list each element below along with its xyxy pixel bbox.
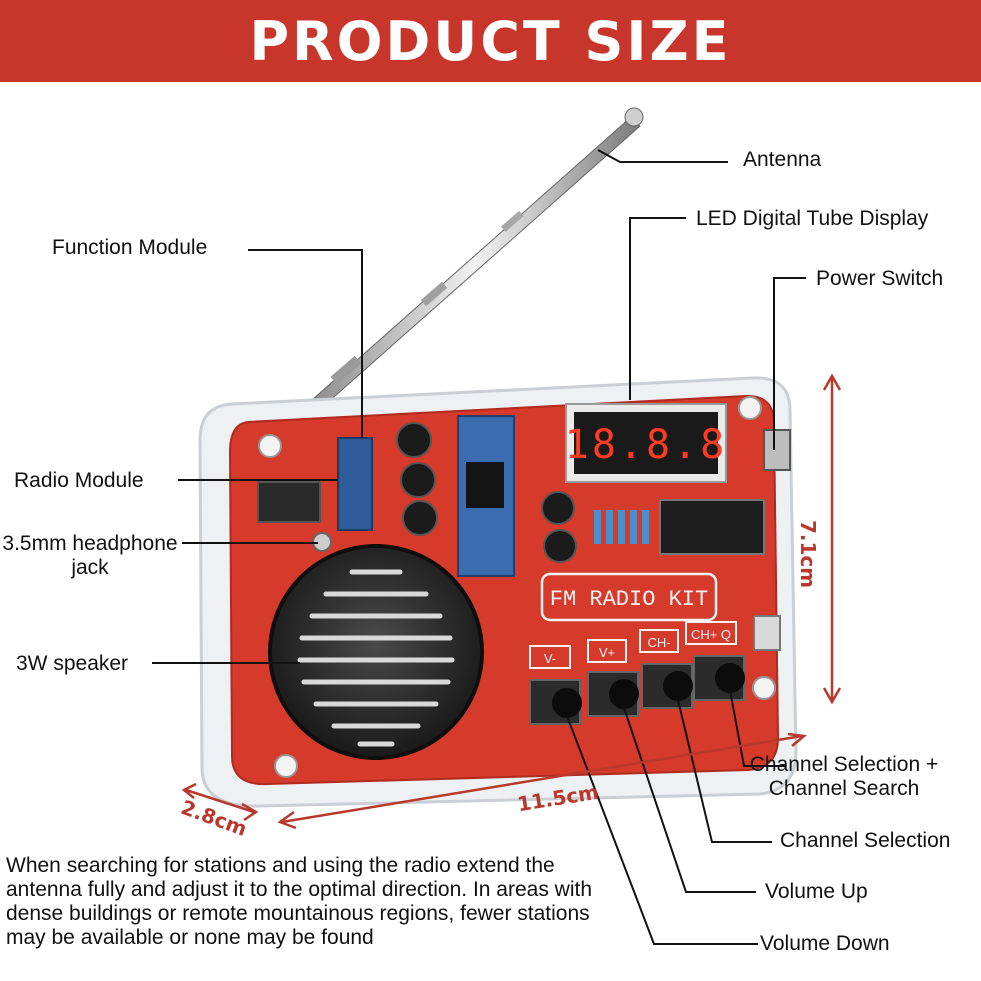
title-banner: PRODUCT SIZE (0, 0, 981, 82)
button-label-chplus: CH+ Q (691, 627, 731, 642)
label-power-switch: Power Switch (816, 267, 944, 290)
label-led-display: LED Digital Tube Display (696, 207, 929, 230)
label-headphone-jack: 3.5mm headphone jack (2, 532, 178, 579)
button-label-chminus: CH- (647, 635, 670, 650)
label-antenna: Antenna (743, 148, 822, 171)
label-radio-module: Radio Module (14, 469, 144, 492)
panel-text: FM RADIO KIT (550, 587, 708, 612)
power-switch (763, 429, 791, 471)
callout-lines (152, 149, 806, 945)
label-volume-up: Volume Up (765, 880, 868, 903)
dimension-arrows (181, 373, 842, 830)
label-volume-down: Volume Down (760, 932, 890, 955)
dimension-height: 7.1cm (796, 520, 820, 589)
label-function-module: Function Module (52, 236, 208, 259)
led-display: 18.8.8 (565, 403, 728, 483)
ic-chip (659, 499, 765, 555)
antenna (310, 107, 644, 405)
corner-screws (258, 396, 776, 778)
capacitors (396, 422, 577, 563)
button-label-boxes (529, 621, 737, 669)
usage-note: When searching for stations and using th… (6, 854, 593, 949)
button-label-vplus: V+ (599, 645, 615, 660)
label-channel-search: Channel Selection + Channel Search (749, 753, 939, 800)
push-buttons (529, 655, 745, 725)
headphone-jack (257, 481, 332, 552)
display-digits: 18.8.8 (565, 422, 728, 468)
function-module (337, 415, 515, 577)
label-speaker: 3W speaker (16, 652, 129, 675)
label-channel-selection: Channel Selection (780, 829, 951, 852)
button-label-vminus: V- (544, 651, 556, 666)
fm-radio-kit-panel: FM RADIO KIT (540, 572, 718, 622)
banner-title: PRODUCT SIZE (249, 9, 732, 73)
side-switch (753, 615, 781, 651)
speaker (268, 544, 484, 760)
resistors (594, 510, 649, 544)
